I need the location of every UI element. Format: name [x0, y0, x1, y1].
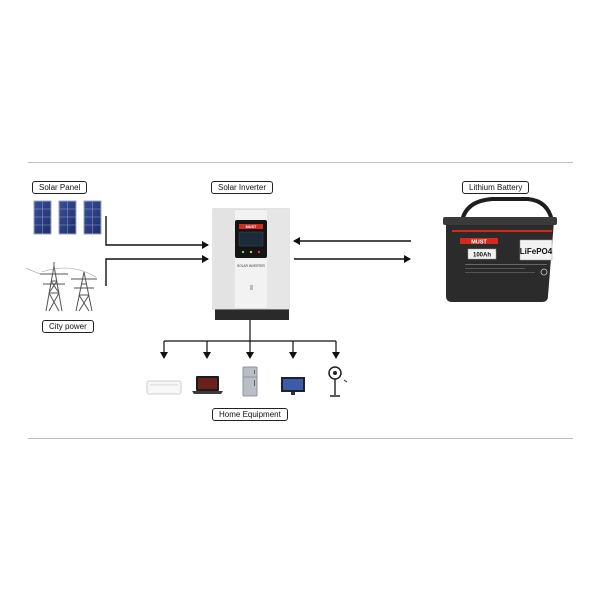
solar-inverter-label: Solar Inverter: [211, 181, 274, 194]
solar-panel-label: Solar Panel: [32, 181, 88, 194]
battery-chemistry-label: LiFePO4: [520, 247, 553, 256]
fan-icon: [328, 366, 348, 397]
solar-panel-icon: [33, 200, 102, 235]
power-tower-icon: [25, 262, 97, 312]
city-power-label: City power: [42, 320, 94, 333]
battery-capacity-label: 100Ah: [473, 253, 491, 259]
battery-brand-label: MUST: [471, 239, 487, 245]
lithium-battery-icon: [443, 197, 557, 302]
inverter-brand-label: MUST: [246, 225, 257, 229]
home-equipment-label: Home Equipment: [212, 408, 288, 421]
laptop-icon: [192, 376, 223, 394]
top-divider: [28, 162, 573, 163]
refrigerator-icon: [242, 366, 258, 397]
bottom-divider: [28, 438, 573, 439]
solar-to-inverter-line: [105, 216, 209, 249]
router-icon: [146, 380, 182, 395]
lithium-battery-label: Lithium Battery: [462, 181, 530, 194]
grid-to-inverter-line: [105, 255, 209, 286]
distribution-bus: [160, 320, 340, 359]
inverter-model-label: SOLAR INVERTER: [237, 264, 265, 268]
solar-inverter-icon: [212, 208, 290, 320]
monitor-icon: [281, 377, 305, 395]
